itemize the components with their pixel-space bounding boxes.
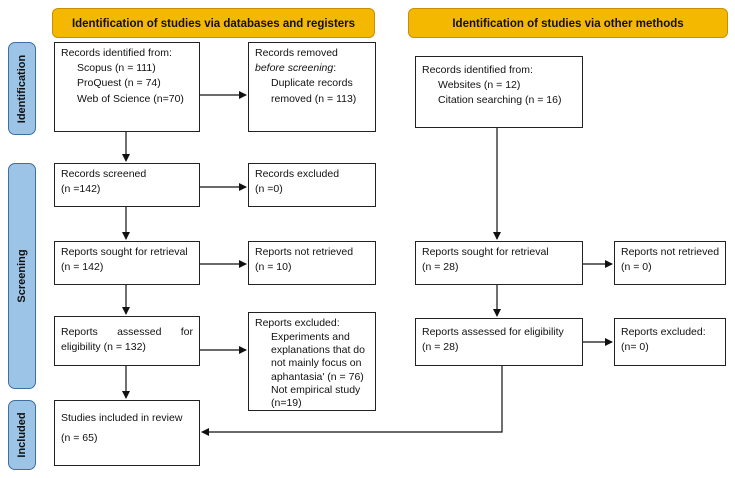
db-reports-excluded-item: Experiments and: [271, 331, 350, 344]
db-sought-title: Reports sought for retrieval: [61, 246, 188, 258]
db-reports-excluded-item: Not empirical study: [271, 383, 361, 396]
other-sought-title: Reports sought for retrieval: [422, 246, 549, 258]
other-reports-not-retrieved: Reports not retrieved (n = 0): [614, 241, 726, 285]
db-identified-proquest: ProQuest (n = 74): [77, 77, 161, 90]
db-reports-excluded-title: Reports excluded:: [255, 317, 340, 329]
db-records-removed: Records removed before screening: Duplic…: [248, 42, 376, 132]
other-excluded-count: (n= 0): [621, 341, 649, 354]
db-assessed-word3: for: [180, 326, 193, 338]
other-excluded-title: Reports excluded:: [621, 326, 706, 338]
db-removed-line2: removed (n = 113): [271, 92, 357, 105]
phase-included: Included: [8, 400, 36, 470]
db-screened-count: (n =142): [61, 183, 101, 196]
other-identified-citation: Citation searching (n = 16): [438, 94, 562, 107]
db-removed-subtitle: before screening: [255, 62, 334, 75]
other-identified-title: Records identified from:: [422, 64, 533, 76]
db-excluded-count: (n =0): [255, 183, 283, 196]
db-sought-count: (n = 142): [61, 261, 104, 274]
db-removed-line1: Duplicate records: [271, 77, 353, 90]
db-identified-wos: Web of Science (n=70): [77, 92, 184, 105]
other-sought-count: (n = 28): [422, 261, 459, 274]
db-reports-assessed: Reports assessed for eligibility (n = 13…: [54, 316, 200, 366]
arrow-other-assessed-to-included: [201, 366, 503, 436]
db-reports-excluded-item: explanations that do: [271, 344, 365, 357]
header-databases: Identification of studies via databases …: [52, 8, 375, 38]
db-not-retrieved-count: (n = 10): [255, 261, 292, 274]
db-reports-sought: Reports sought for retrieval (n = 142): [54, 241, 200, 285]
db-screened-title: Records screened: [61, 168, 147, 180]
db-not-retrieved-title: Reports not retrieved: [255, 246, 354, 258]
db-identified-scopus: Scopus (n = 111): [77, 62, 156, 75]
other-reports-sought: Reports sought for retrieval (n = 28): [415, 241, 583, 285]
db-reports-excluded-item: (n=19): [271, 396, 302, 409]
db-records-identified: Records identified from: Scopus (n = 111…: [54, 42, 200, 132]
other-not-retrieved-title: Reports not retrieved: [621, 246, 720, 258]
other-records-identified: Records identified from: Websites (n = 1…: [415, 56, 583, 128]
db-assessed-word1: Reports: [61, 326, 98, 338]
phase-identification: Identification: [8, 42, 36, 135]
other-reports-excluded: Reports excluded: (n= 0): [614, 318, 726, 366]
db-removed-subtitle-suffix: :: [333, 62, 337, 75]
other-not-retrieved-count: (n = 0): [621, 261, 652, 274]
header-other-methods: Identification of studies via other meth…: [408, 8, 728, 38]
other-identified-websites: Websites (n = 12): [438, 79, 521, 92]
db-identified-title: Records identified from:: [61, 47, 172, 59]
db-removed-title: Records removed: [255, 47, 338, 59]
db-assessed-line2: eligibility (n = 132): [61, 341, 146, 354]
db-excluded-title: Records excluded: [255, 168, 340, 180]
db-records-screened: Records screened (n =142): [54, 163, 200, 207]
db-assessed-word2: assessed: [117, 326, 162, 338]
other-assessed-count: (n = 28): [422, 341, 459, 354]
other-reports-assessed: Reports assessed for eligibility (n = 28…: [415, 318, 583, 366]
phase-screening: Screening: [8, 163, 36, 389]
db-reports-excluded: Reports excluded: Experiments and explan…: [248, 312, 376, 411]
db-records-excluded: Records excluded (n =0): [248, 163, 376, 207]
other-assessed-title: Reports assessed for eligibility: [422, 326, 564, 338]
db-reports-excluded-item: aphantasia' (n = 76): [271, 370, 364, 383]
included-count: (n = 65): [61, 431, 98, 444]
included-title: Studies included in review: [61, 412, 183, 424]
db-reports-excluded-item: not mainly focus on: [271, 357, 362, 370]
db-reports-not-retrieved: Reports not retrieved (n = 10): [248, 241, 376, 285]
studies-included: Studies included in review (n = 65): [54, 400, 200, 466]
